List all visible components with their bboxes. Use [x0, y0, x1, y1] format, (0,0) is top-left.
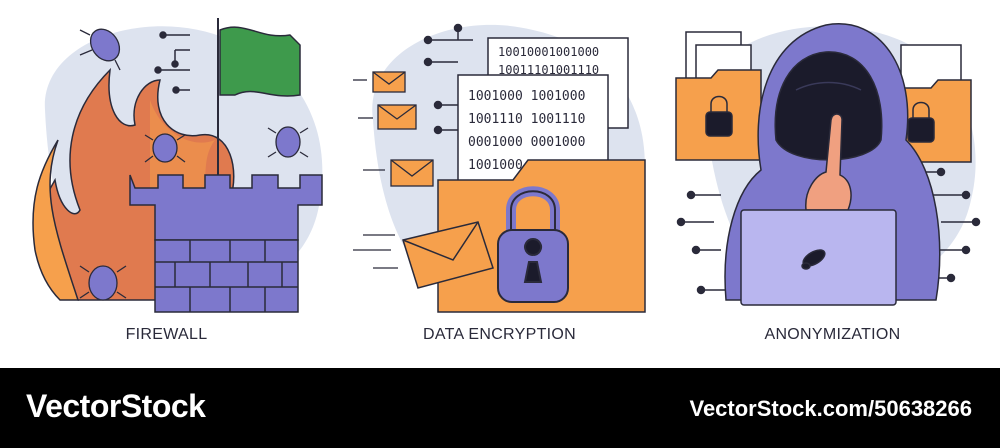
circuit-lines — [154, 31, 190, 94]
firewall-label: FIREWALL — [125, 326, 208, 343]
brand-logo[interactable]: VectorStock — [26, 388, 206, 424]
binary-line: 1001000 1001000 — [468, 89, 585, 104]
footer-bar: VectorStock VectorStock.com/50638266 — [0, 368, 1000, 448]
bug-icon — [144, 133, 186, 163]
laptop-icon — [740, 209, 897, 306]
binary-line: 1001000 — [468, 158, 523, 173]
envelope-icon — [377, 104, 417, 130]
anonymization-illustration — [675, 23, 981, 306]
padlock-icon — [497, 186, 569, 303]
data-encryption-panel: 10010001001000 10011101001110 1001000 10… — [333, 0, 666, 368]
circuit-lines — [676, 167, 981, 295]
bug-icon — [79, 28, 121, 71]
flag-icon — [217, 18, 301, 190]
data-encryption-label: DATA ENCRYPTION — [423, 326, 576, 343]
folder-icon — [675, 31, 762, 161]
image-url[interactable]: VectorStock.com/50638266 — [689, 396, 972, 421]
anonymization-panel: ANONYMIZATION — [666, 0, 999, 368]
firewall-panel: FIREWALL — [0, 0, 333, 368]
envelope-icon — [402, 221, 494, 289]
firewall-illustration — [32, 18, 323, 313]
castle-tower-icon — [129, 174, 323, 313]
binary-line: 10010001001000 — [498, 45, 599, 59]
data-encryption-illustration: 10010001001000 10011101001110 1001000 10… — [353, 23, 646, 313]
bug-icon — [79, 265, 127, 301]
binary-line: 1001110 1001110 — [468, 112, 585, 127]
anonymization-label: ANONYMIZATION — [764, 326, 901, 343]
bug-icon — [267, 126, 309, 158]
motion-lines — [353, 79, 398, 269]
binary-line: 0001000 0001000 — [468, 135, 585, 150]
envelope-icon — [390, 159, 434, 187]
circuit-lines — [423, 23, 473, 135]
envelope-icon — [372, 71, 406, 93]
binary-line: 10011101001110 — [498, 63, 599, 77]
